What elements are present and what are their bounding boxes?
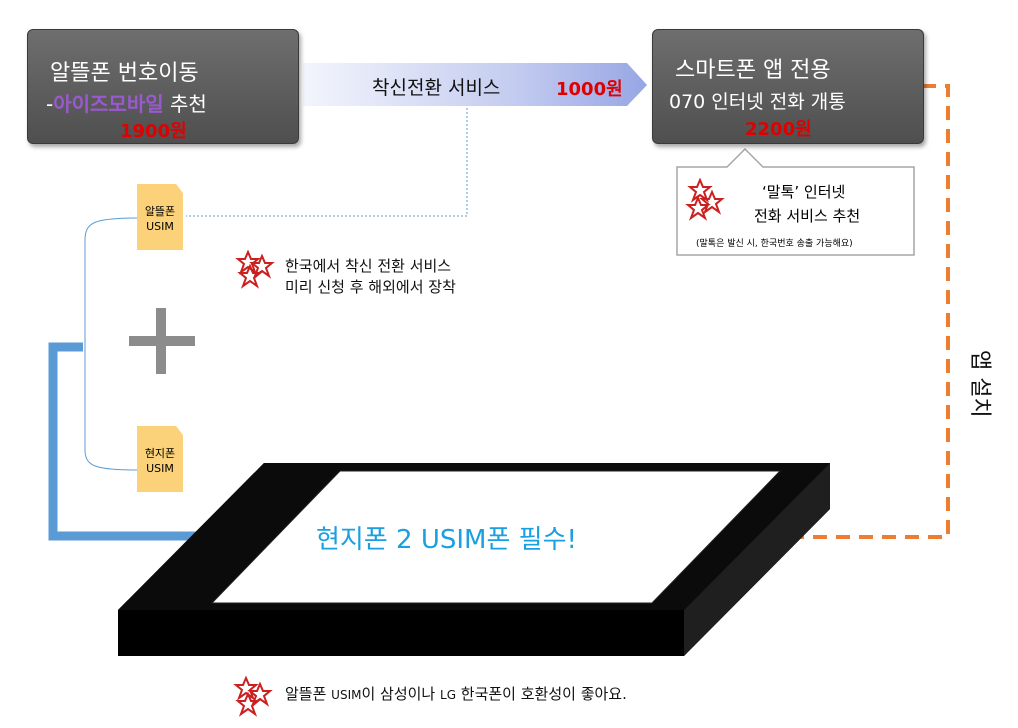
usim-cheap-line2: USIM (146, 220, 174, 233)
internet-call-subtitle: 070 인터넷 전화 개통 (669, 87, 846, 114)
footer-note: 알뜰폰 USIM이 삼성이나 LG 한국폰이 호환성이 좋아요. (285, 683, 627, 704)
number-transfer-recommend: -아이즈모바일 추천 (46, 88, 207, 117)
footer-part3: 한국폰이 호환성이 좋아요. (456, 685, 627, 703)
forwarding-label: 착신전환 서비스 (372, 73, 500, 100)
usim-cheap-line1: 알뜰폰 (145, 205, 175, 218)
maltok-title: ‘말톡’ 인터넷 (762, 181, 845, 202)
forwarding-note-line2: 미리 신청 후 해외에서 장착 (285, 276, 456, 297)
number-transfer-price: 1900원 (120, 117, 187, 143)
forwarding-price: 1000원 (556, 75, 623, 101)
number-transfer-box: 알뜰폰 번호이동 -아이즈모바일 추천 1900원 (27, 29, 299, 144)
usim-local-line2: USIM (146, 462, 174, 475)
app-install-label: 앱 설치 (966, 350, 998, 418)
footer-part2: 이 삼성이나 (361, 685, 440, 703)
usim-local-line1: 현지폰 (145, 447, 175, 460)
internet-call-price: 2200원 (745, 115, 812, 141)
internet-call-title: 스마트폰 앱 전용 (675, 52, 831, 84)
maltok-subtitle: 전화 서비스 추천 (754, 205, 860, 226)
brand-name: 아이즈모바일 (53, 92, 163, 116)
usim-card-local: 현지폰 USIM (137, 426, 183, 492)
phone-illustration (118, 463, 830, 656)
star-doodle-icon (236, 678, 270, 714)
recommend-suffix: 추천 (164, 92, 207, 116)
internet-call-box: 스마트폰 앱 전용 070 인터넷 전화 개통 2200원 (652, 29, 924, 144)
maltok-note: (말톡은 발신 시, 한국번호 송출 가능해요) (696, 236, 853, 249)
forwarding-note-line1: 한국에서 착신 전환 서비스 (285, 255, 451, 276)
star-doodle-icon (238, 252, 272, 286)
number-transfer-title: 알뜰폰 번호이동 (50, 55, 199, 87)
footer-lg: LG (440, 688, 456, 702)
footer-part1: 알뜰폰 (285, 685, 331, 703)
plus-icon (129, 308, 195, 374)
phone-caption: 현지폰 2 USIM폰 필수! (316, 519, 577, 556)
footer-usim: USIM (331, 688, 361, 702)
usim-card-cheap: 알뜰폰 USIM (137, 184, 183, 250)
